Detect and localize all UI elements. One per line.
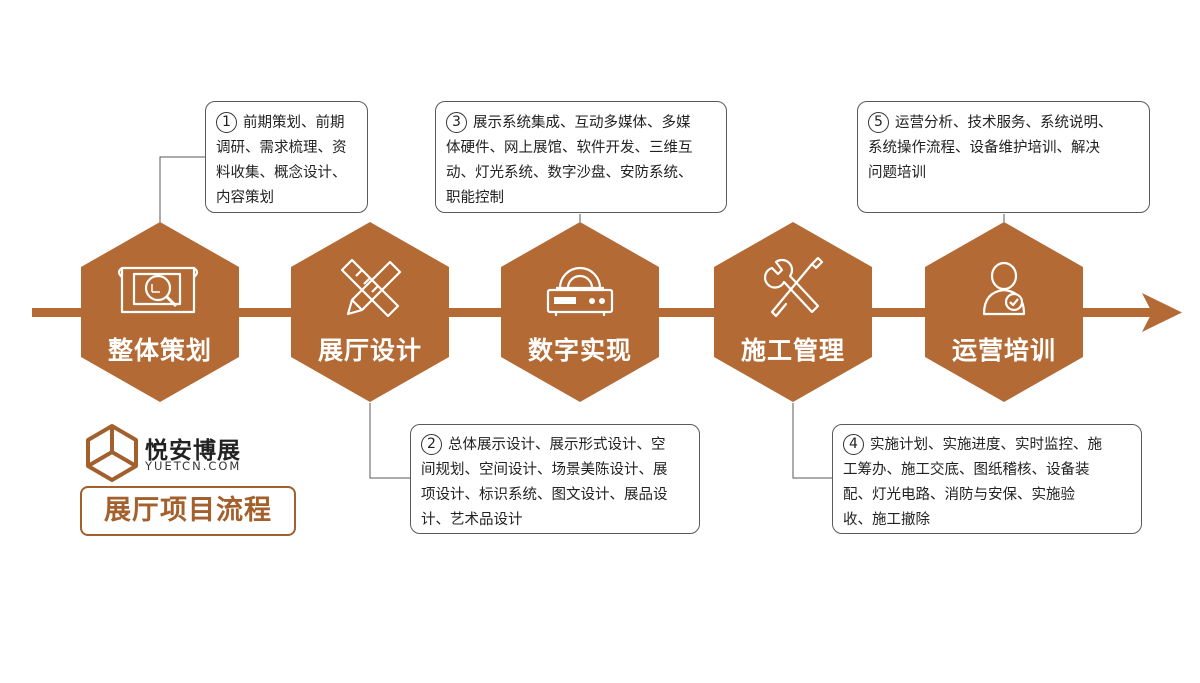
logo-url: YUETCN.COM [145, 459, 242, 473]
connector-1 [159, 156, 205, 222]
callout-number: 4 [843, 434, 864, 455]
callout-line: 动、灯光系统、数字沙盘、安防系统、 [446, 165, 693, 181]
step-label-1: 整体策划 [107, 336, 212, 365]
callout-line: 料收集、概念设计、 [216, 165, 347, 181]
callout-line: 总体展示设计、展示形式设计、空 [448, 437, 666, 453]
callout-line: 工筹办、施工交底、图纸稽核、设备装 [843, 462, 1090, 478]
callout-line: 职能控制 [446, 190, 504, 206]
step-label-3: 数字实现 [527, 336, 632, 365]
step-hexagon-5 [925, 222, 1083, 402]
step-hexagon-4 [714, 222, 872, 402]
logo-name: 悦安博展 [145, 438, 241, 464]
tools-icon [763, 256, 824, 318]
pencil-ruler-icon [340, 258, 402, 318]
callout-line: 体硬件、网上展馆、软件开发、三维互 [446, 140, 693, 156]
callout-number: 1 [216, 112, 237, 133]
callout-number: 2 [421, 434, 442, 455]
logo-mark-icon [86, 424, 138, 482]
callout-line: 运营分析、技术服务、系统说明、 [895, 115, 1113, 131]
callout-number: 3 [446, 112, 467, 133]
callout-4: 4 实施计划、实施进度、实时监控、施 工筹办、施工交底、图纸稽核、设备装 配、灯光… [832, 424, 1142, 534]
step-label-5: 运营培训 [951, 336, 1056, 365]
callout-line: 内容策划 [216, 190, 274, 206]
callout-line: 计、艺术品设计 [421, 512, 523, 528]
callout-2: 2 总体展示设计、展示形式设计、空 间规划、空间设计、场景美陈设计、展 项设计、标… [410, 424, 700, 534]
step-hexagon-2 [291, 222, 449, 402]
callout-line: 展示系统集成、互动多媒体、多媒 [473, 115, 691, 131]
callout-1: 1 前期策划、前期 调研、需求梳理、资 料收集、概念设计、 内容策划 [205, 101, 368, 213]
connector-4 [792, 403, 832, 479]
step-label-2: 展厅设计 [317, 336, 422, 365]
callout-line: 实施计划、实施进度、实时监控、施 [870, 437, 1102, 453]
connector-2 [369, 403, 410, 479]
callout-3: 3 展示系统集成、互动多媒体、多媒 体硬件、网上展馆、软件开发、三维互 动、灯光系… [435, 101, 727, 213]
callout-line: 配、灯光电路、消防与安保、实施验 [843, 487, 1075, 503]
callout-line: 间规划、空间设计、场景美陈设计、展 [421, 462, 668, 478]
callout-line: 项设计、标识系统、图文设计、展品设 [421, 487, 668, 503]
device-icon [546, 266, 614, 316]
callout-line: 收、施工撤除 [843, 512, 930, 528]
callout-line: 问题培训 [868, 165, 926, 181]
callout-line: 前期策划、前期 [243, 115, 345, 131]
timeline-arrowhead [1142, 293, 1182, 332]
step-label-4: 施工管理 [740, 336, 845, 365]
service-person-icon [982, 261, 1026, 316]
page-title: 展厅项目流程 [80, 486, 296, 536]
callout-line: 调研、需求梳理、资 [216, 140, 347, 156]
blueprint-icon [117, 266, 199, 314]
callout-5: 5 运营分析、技术服务、系统说明、 系统操作流程、设备维护培训、解决 问题培训 [857, 101, 1150, 213]
callout-line: 系统操作流程、设备维护培训、解决 [868, 140, 1100, 156]
callout-number: 5 [868, 112, 889, 133]
